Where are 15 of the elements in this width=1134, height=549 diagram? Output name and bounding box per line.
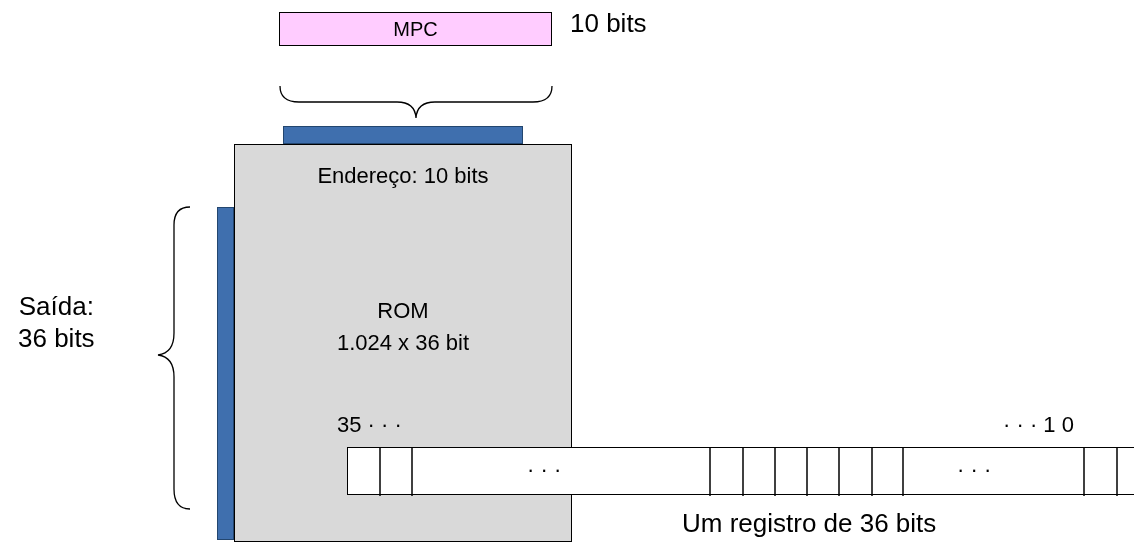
register-caption: Um registro de 36 bits [682, 508, 937, 539]
register-bar [347, 447, 1134, 495]
address-bus-bar [283, 126, 523, 144]
address-label: Endereço: 10 bits [316, 163, 490, 189]
bit-index: 35 · · · [337, 412, 402, 438]
ellipsis: · · · [527, 457, 562, 483]
output-label: Saída: 36 bits [18, 290, 95, 354]
memory-label: ROM 1.024 x 36 bit [335, 297, 471, 357]
memory-block [234, 144, 572, 542]
width-label: 10 bits [570, 8, 647, 39]
register-box [279, 12, 552, 46]
box-label: MPC [393, 17, 438, 41]
bit-index: · · · 1 0 [1003, 412, 1074, 438]
output-bus-bar [217, 207, 234, 540]
ellipsis: · · · [957, 457, 992, 483]
